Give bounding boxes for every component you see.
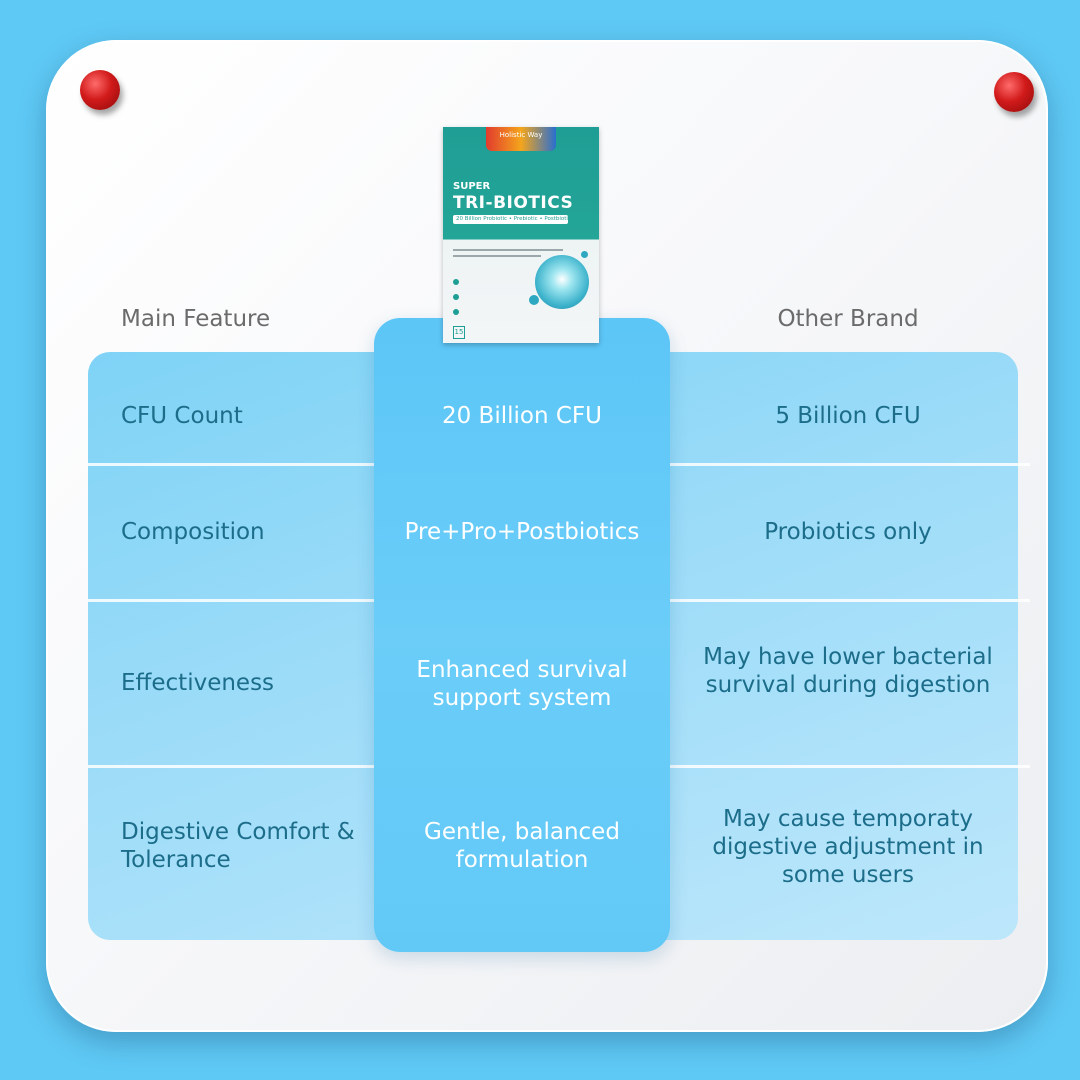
product-name: TRI-BIOTICS <box>453 193 574 213</box>
bubble-icon <box>581 251 588 258</box>
row-feature-cfu: CFU Count <box>121 403 243 429</box>
product-benefit-icons <box>453 279 459 324</box>
row-feature-digestive: Digestive Comfort & Tolerance <box>121 819 355 873</box>
bubble-icon <box>529 295 539 305</box>
row-ours-composition: Pre+Pro+Postbiotics <box>404 519 640 545</box>
brand-logo: Holistic Way <box>486 127 556 151</box>
row-ours-digestive: Gentle, balanced formulation <box>424 819 620 873</box>
row-feature-composition: Composition <box>121 519 265 545</box>
sachet-count: 15 <box>453 326 465 339</box>
product-box-image: Holistic Way SUPER TRI-BIOTICS 20 Billio… <box>443 127 599 343</box>
header-main-feature: Main Feature <box>121 306 271 332</box>
row-other-composition: Probiotics only <box>764 519 932 545</box>
row-other-cfu: 5 Billion CFU <box>775 403 921 429</box>
red-pin-icon <box>994 72 1034 112</box>
red-pin-icon <box>80 70 120 110</box>
product-highlight-column <box>374 318 670 952</box>
row-other-digestive: May cause temporaty digestive adjustment… <box>712 806 984 888</box>
bacteria-orb-icon <box>535 255 589 309</box>
row-ours-effectiveness: Enhanced survival support system <box>416 657 628 711</box>
header-other-brand: Other Brand <box>777 306 919 332</box>
row-other-effectiveness: May have lower bacterial survival during… <box>703 644 993 698</box>
row-feature-effectiveness: Effectiveness <box>121 670 275 696</box>
product-super-label: SUPER <box>453 181 491 192</box>
row-ours-cfu: 20 Billion CFU <box>441 403 602 429</box>
product-strip: 20 Billion Probiotic • Prebiotic • Postb… <box>453 215 568 224</box>
product-description-lines <box>453 249 563 261</box>
